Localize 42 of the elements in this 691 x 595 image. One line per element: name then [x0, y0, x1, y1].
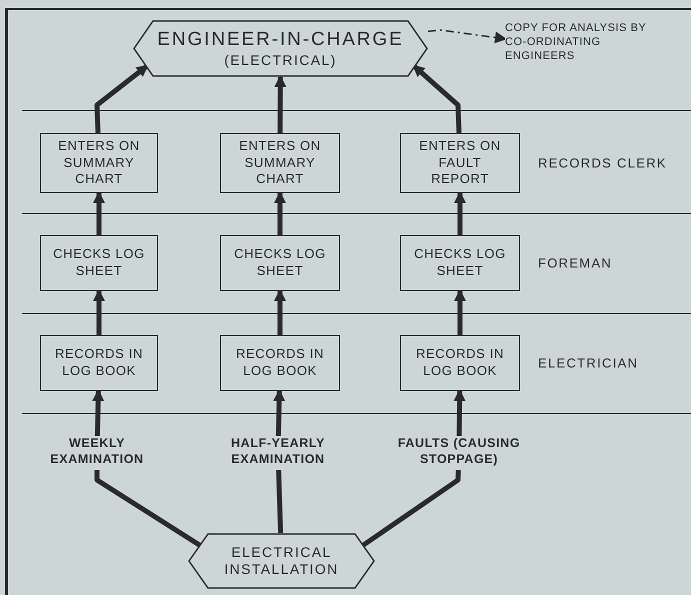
flow-arrow — [454, 389, 466, 436]
flow-arrow — [94, 64, 149, 134]
box-text: CHECKS LOG SHEET — [52, 246, 146, 280]
box-text: CHECKS LOG SHEET — [413, 246, 507, 280]
flow-arrow — [412, 64, 462, 134]
hexagon-node — [133, 20, 428, 77]
flow-line — [94, 470, 202, 548]
dashed-arrow — [428, 29, 507, 44]
box-text: ENTERS ON FAULT REPORT — [418, 138, 502, 188]
process-box — [40, 235, 158, 291]
role-label: ELECTRICIAN — [538, 354, 638, 372]
box-text: ENTERS ON SUMMARY CHART — [57, 138, 141, 188]
flow-arrow — [274, 191, 286, 235]
box-text: RECORDS IN LOG BOOK — [54, 346, 144, 380]
flow-line — [276, 470, 284, 534]
flow-arrow — [454, 191, 466, 235]
role-label: FOREMAN — [538, 254, 612, 272]
flow-arrow — [93, 289, 105, 335]
process-box — [40, 335, 158, 391]
flow-arrow — [454, 289, 466, 335]
process-box — [220, 335, 340, 391]
box-text: CHECKS LOG SHEET — [233, 246, 327, 280]
flow-arrow — [274, 75, 286, 134]
process-box — [400, 133, 520, 193]
flow-arrow — [274, 289, 286, 335]
process-box — [220, 235, 340, 291]
process-box — [400, 235, 520, 291]
flow-arrow — [92, 389, 104, 436]
box-text: RECORDS IN LOG BOOK — [414, 346, 506, 380]
flow-line — [360, 470, 461, 548]
node-text: ELECTRICAL INSTALLATION — [223, 544, 340, 578]
box-text: ENTERS ON SUMMARY CHART — [238, 138, 322, 188]
hexagon-node — [188, 533, 375, 589]
process-box — [400, 335, 520, 391]
flow-arrow — [93, 191, 105, 235]
box-text: RECORDS IN LOG BOOK — [234, 346, 326, 380]
flow-arrow — [273, 389, 286, 436]
role-label: RECORDS CLERK — [538, 154, 667, 172]
process-box — [220, 133, 340, 193]
node-text: ENGINEER-IN-CHARGE — [157, 28, 404, 52]
node-text: (ELECTRICAL) — [224, 52, 337, 70]
process-box — [40, 133, 158, 193]
